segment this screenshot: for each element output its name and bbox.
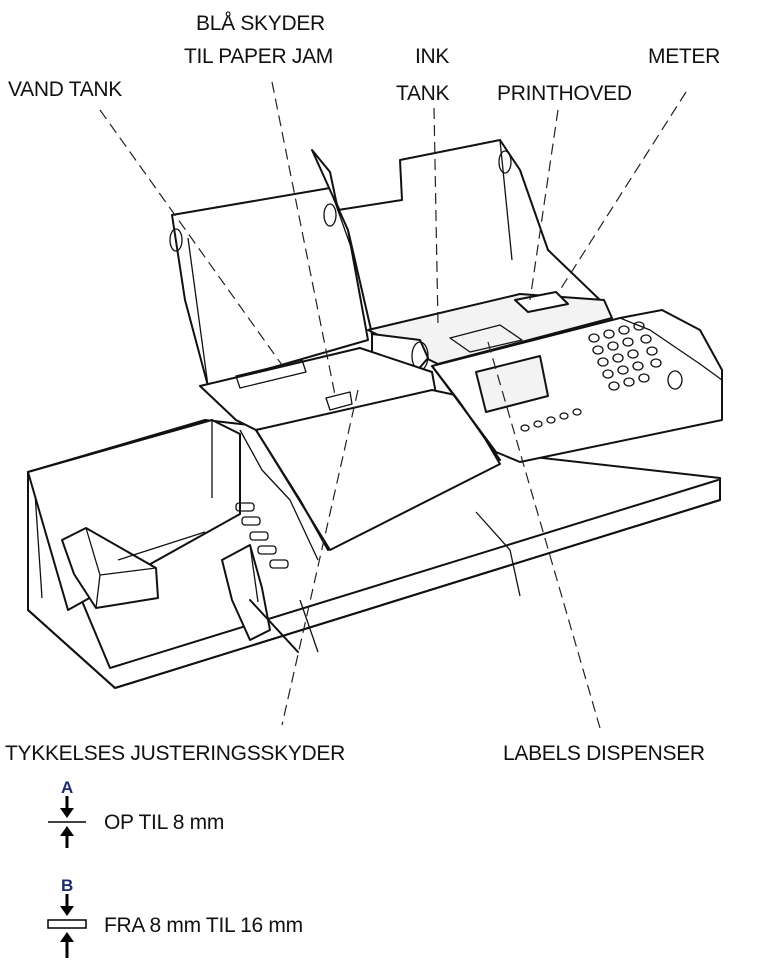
label-ink-line2: TANK [396, 82, 450, 105]
arrows-down-up-icon [48, 796, 86, 848]
legend-text-b: FRA 8 mm TIL 16 mm [104, 914, 303, 937]
keypad [520, 321, 683, 432]
arrows-down-up-with-item-icon [47, 894, 87, 958]
label-blaa-skyder-line2: TIL PAPER JAM [184, 45, 333, 68]
label-labels-dispenser: LABELS DISPENSER [503, 742, 705, 765]
label-meter: METER [648, 45, 720, 68]
legend-text-a: OP TIL 8 mm [104, 811, 224, 834]
machine-illustration [27, 139, 723, 689]
label-ink-line1: INK [415, 45, 449, 68]
thickness-legend-a: A OP TIL 8 mm [48, 778, 224, 848]
feed-slots [235, 502, 289, 569]
label-blaa-skyder-line1: BLÅ SKYDER [196, 12, 325, 35]
label-printhoved: PRINTHOVED [497, 82, 632, 105]
label-tykkelses-justeringsskyder: TYKKELSES JUSTERINGSSKYDER [5, 742, 345, 765]
legend-letter-a: A [61, 778, 73, 797]
thickness-legend-b: B FRA 8 mm TIL 16 mm [47, 876, 303, 958]
label-vand-tank: VAND TANK [8, 78, 122, 101]
legend-letter-b: B [61, 876, 73, 895]
leader-lines [99, 81, 687, 729]
